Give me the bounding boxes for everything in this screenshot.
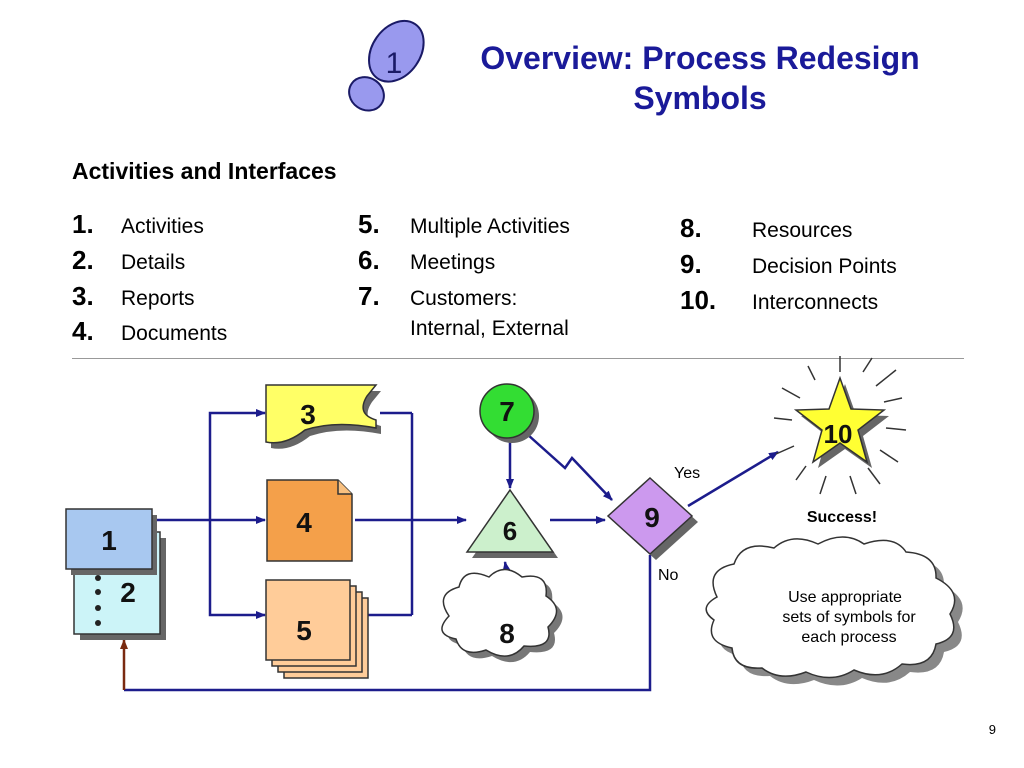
page-number: 9 <box>988 722 996 737</box>
meeting-symbol: 6 <box>465 488 558 558</box>
yes-label: Yes <box>674 465 700 482</box>
note-line-1: Use appropriate <box>788 589 902 606</box>
multiple-number: 5 <box>296 615 312 646</box>
footprint-icon: 1 <box>348 19 425 112</box>
interconnect-number: 10 <box>824 419 853 449</box>
interconnect-star: 10 <box>773 356 907 495</box>
divider <box>72 358 964 359</box>
report-number: 3 <box>300 399 316 430</box>
multiple-activities-symbol: 5 <box>265 579 369 679</box>
activity-number: 1 <box>101 525 117 556</box>
no-label: No <box>658 567 679 584</box>
decision-symbol: 9 <box>606 476 698 560</box>
details-number: 2 <box>120 577 136 608</box>
activity-symbol: 1 <box>65 508 157 575</box>
document-symbol: 4 <box>266 479 353 562</box>
resource-cloud: 8 <box>441 568 563 663</box>
customer-symbol: 7 <box>479 383 539 443</box>
report-symbol: 3 <box>265 384 381 449</box>
note-line-3: each process <box>801 629 896 646</box>
decision-number: 9 <box>644 502 660 533</box>
note-line-2: sets of symbols for <box>782 609 916 626</box>
success-label: Success! <box>807 509 877 526</box>
meeting-number: 6 <box>503 516 517 546</box>
page-title: Overview: Process Redesign Symbols <box>480 40 920 116</box>
flow-connectors <box>124 409 779 692</box>
section-heading: Activities and Interfaces <box>72 158 337 184</box>
note-cloud: Use appropriate sets of symbols for each… <box>705 536 963 686</box>
step-badge-number: 1 <box>386 47 403 80</box>
list-item-continuation: Internal, External <box>410 317 569 340</box>
burst-lines <box>773 356 907 495</box>
document-number: 4 <box>296 507 312 538</box>
customer-number: 7 <box>499 396 515 427</box>
resource-number: 8 <box>499 618 515 649</box>
